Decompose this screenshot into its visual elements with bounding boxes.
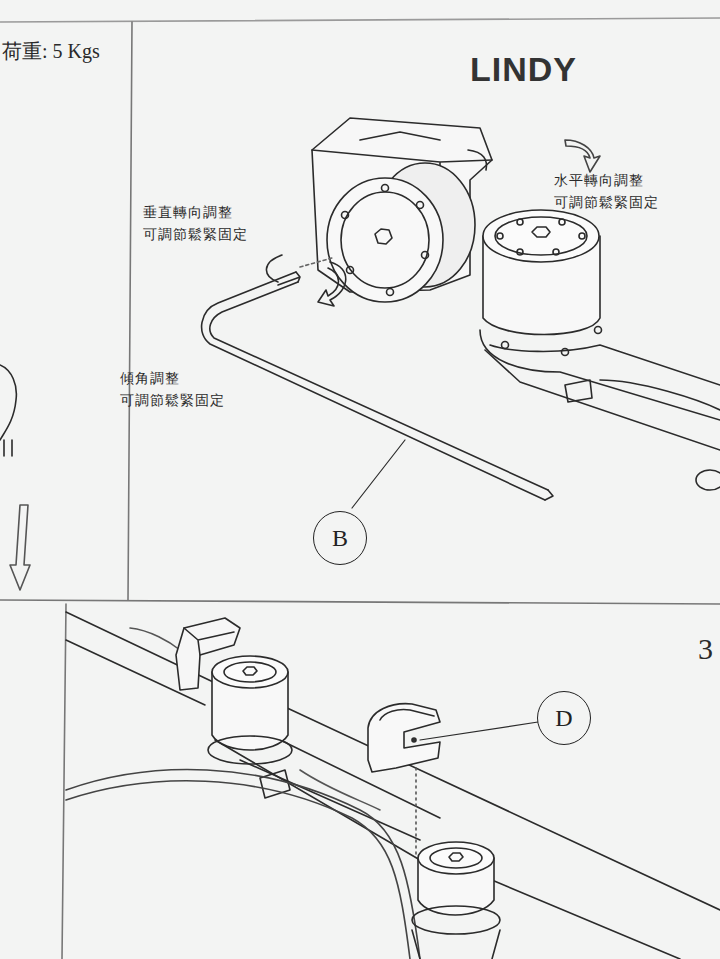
callout-letter: B: [332, 525, 348, 552]
callout-circle: D: [537, 691, 591, 745]
load-rating: 荷重: 5 Kgs: [2, 38, 100, 65]
adjust-note: 水平轉向調整 可調節鬆緊固定: [554, 170, 666, 214]
brand-logo: LINDY: [470, 50, 577, 89]
adjust-note: 垂直轉向調整 可調節鬆緊固定: [143, 202, 255, 246]
step-number: 3: [698, 632, 713, 666]
callout-letter: D: [555, 705, 572, 732]
adjust-note: 傾角調整 可調節鬆緊固定: [120, 368, 232, 412]
callout-circle: B: [313, 511, 367, 565]
